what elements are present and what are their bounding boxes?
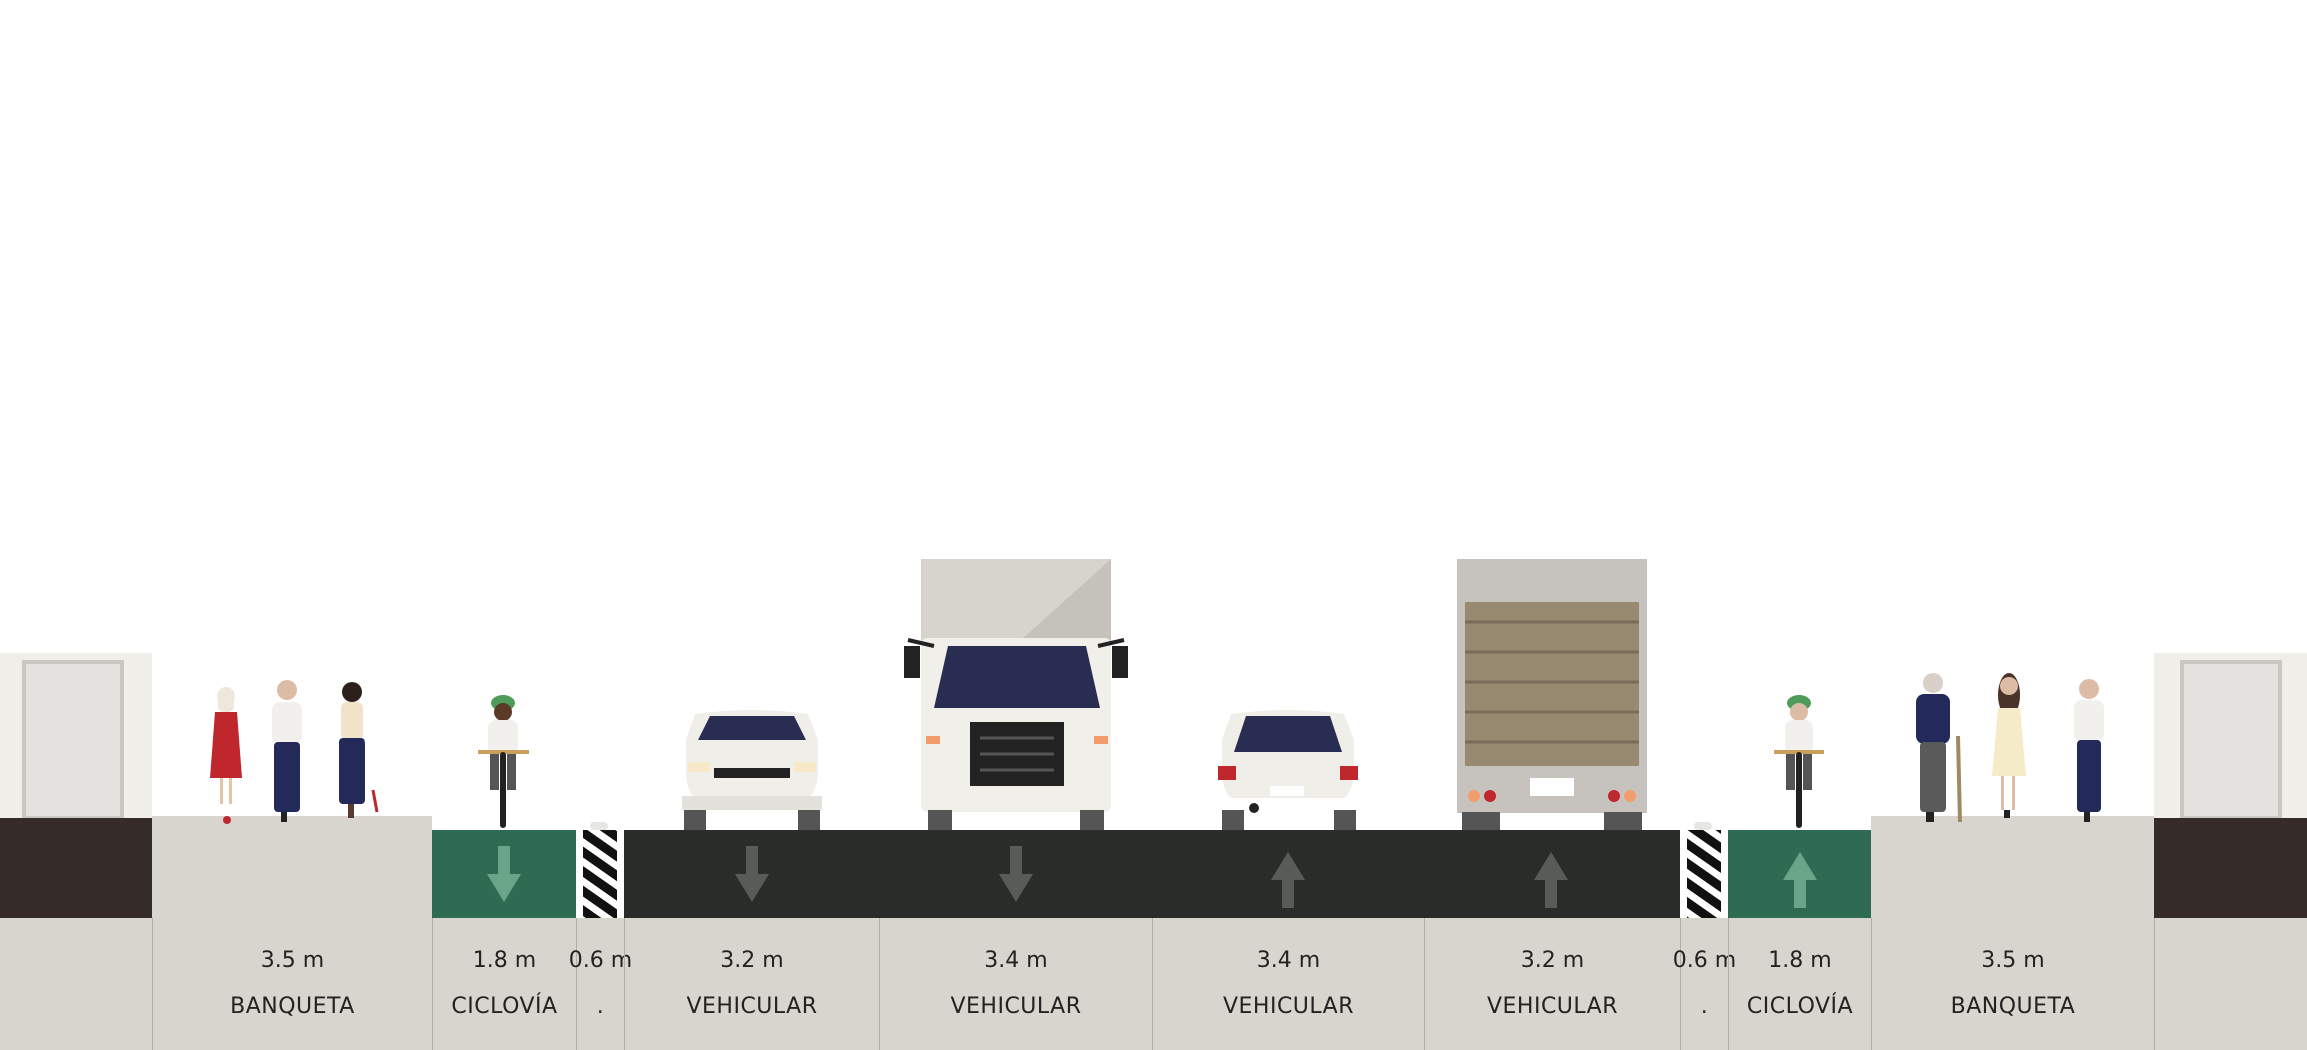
segment-width: 3.4 m: [984, 948, 1048, 973]
truck-rear-icon: [1457, 559, 1647, 830]
segment-vehicular-2[interactable]: 3.4 m VEHICULAR: [879, 918, 1152, 1050]
building-left: [0, 653, 152, 918]
segment-name: BANQUETA: [1950, 994, 2076, 1019]
segment-labels: 3.5 m BANQUETA 1.8 m CICLOVÍA 0.6 m . 3.…: [0, 918, 2307, 1050]
buffer-left: [576, 822, 624, 918]
buffer-right: [1680, 822, 1728, 918]
segment-buffer-right[interactable]: 0.6 m .: [1673, 918, 1736, 1050]
segment-width: 1.8 m: [1768, 948, 1832, 973]
segment-banqueta-right[interactable]: 3.5 m BANQUETA: [1871, 918, 2154, 1050]
segment-width: 3.5 m: [260, 948, 325, 973]
car-front-icon: [682, 710, 822, 830]
cyclist-icon: [478, 695, 529, 828]
segment-name: .: [1700, 994, 1709, 1019]
pedestrian-icon: [339, 682, 379, 818]
segment-name: CICLOVÍA: [1746, 994, 1854, 1019]
sidewalk-left: [152, 816, 432, 918]
segment-width: 3.4 m: [1256, 948, 1321, 973]
segment-width: 1.8 m: [472, 948, 537, 973]
segment-building-left: [0, 918, 152, 1050]
segment-banqueta-left[interactable]: 3.5 m BANQUETA: [152, 918, 432, 1050]
building-right: [2154, 653, 2307, 918]
segment-ciclovia-right[interactable]: 1.8 m CICLOVÍA: [1728, 918, 1871, 1050]
segment-name: .: [596, 994, 605, 1019]
sidewalk-right: [1871, 816, 2154, 918]
segment-vehicular-3[interactable]: 3.4 m VEHICULAR: [1152, 918, 1424, 1050]
car-rear-icon: [1218, 710, 1358, 830]
segment-width: 3.2 m: [1520, 948, 1585, 973]
segment-width: 0.6 m: [568, 948, 633, 973]
pedestrian-icon: [210, 687, 242, 824]
segment-vehicular-4[interactable]: 3.2 m VEHICULAR: [1424, 918, 1680, 1050]
pedestrian-icon: [272, 680, 302, 822]
segment-name: VEHICULAR: [686, 994, 818, 1019]
segment-building-right: [2154, 918, 2307, 1050]
segment-width: 3.2 m: [720, 948, 784, 973]
segment-name: CICLOVÍA: [451, 994, 558, 1019]
pedestrian-icon: [2074, 679, 2104, 822]
segment-width: 3.5 m: [1981, 948, 2045, 973]
segment-vehicular-1[interactable]: 3.2 m VEHICULAR: [624, 918, 879, 1050]
pedestrian-icon: [1992, 673, 2026, 818]
pedestrian-icon: [1916, 673, 1962, 823]
segment-buffer-left[interactable]: 0.6 m .: [569, 918, 632, 1050]
segment-name: VEHICULAR: [1222, 994, 1355, 1019]
cyclist-icon: [1774, 695, 1824, 828]
segment-name: BANQUETA: [230, 994, 355, 1019]
roadway: [624, 830, 1680, 918]
ground-base: [0, 918, 2307, 1050]
segment-name: VEHICULAR: [950, 994, 1082, 1019]
segment-name: VEHICULAR: [1486, 994, 1619, 1019]
segment-ciclovia-left[interactable]: 1.8 m CICLOVÍA: [432, 918, 576, 1050]
truck-front-icon: [904, 559, 1128, 830]
segment-width: 0.6 m: [1672, 948, 1737, 973]
